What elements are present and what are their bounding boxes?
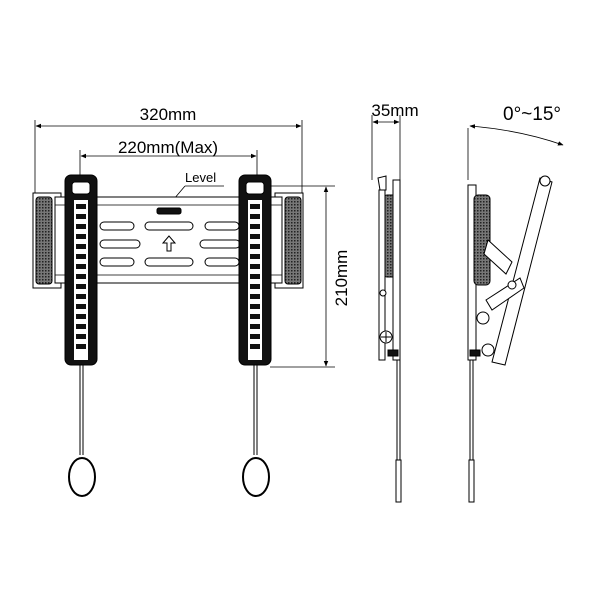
front-view: 320mm 220mm(Max) Level	[32, 105, 351, 497]
up-arrow-icon	[161, 235, 177, 252]
height-dimension: 210mm	[270, 185, 351, 368]
height-label: 210mm	[332, 250, 351, 307]
depth-dimension: 35mm	[371, 101, 419, 180]
overall-width-dimension: 320mm	[34, 105, 303, 195]
max-spacing-dimension: 220mm(Max)	[79, 138, 258, 175]
max-spacing-label: 220mm(Max)	[118, 138, 218, 157]
left-tv-bracket	[64, 174, 98, 497]
right-tv-bracket	[238, 174, 272, 497]
depth-label: 35mm	[371, 101, 418, 120]
tilt-dimension: 0°~15°	[467, 104, 564, 180]
overall-width-label: 320mm	[140, 105, 197, 124]
side-view-flat: 35mm	[371, 101, 419, 503]
level-label: Level	[185, 170, 216, 185]
tilt-label: 0°~15°	[503, 104, 561, 125]
side-view-tilted: 0°~15°	[467, 104, 564, 503]
